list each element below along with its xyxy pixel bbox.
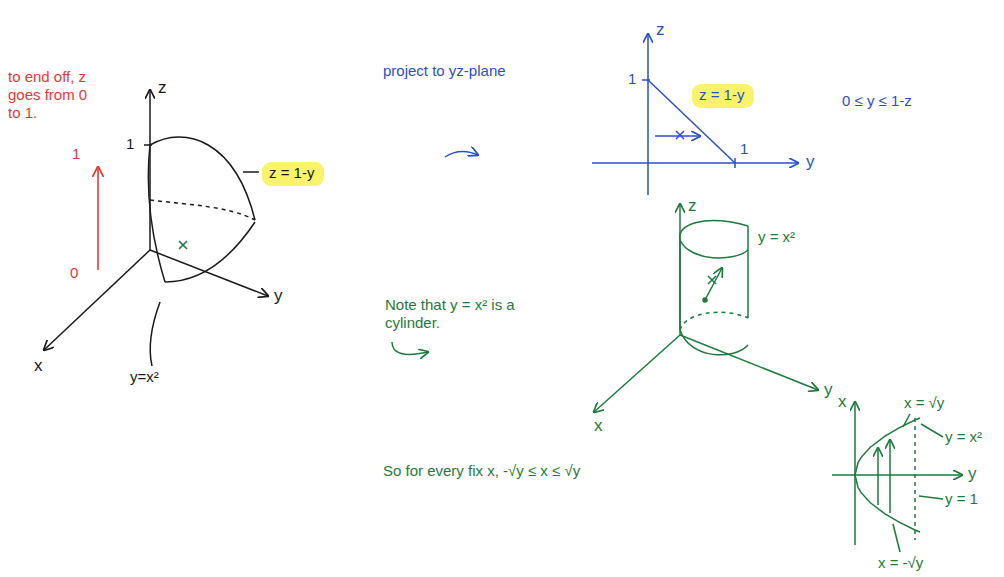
equation-text: z = 1-y [269, 164, 317, 182]
highlighted-equation: z = 1-y [692, 84, 754, 108]
axis-value: 0 [70, 264, 78, 282]
axis-label: y [806, 152, 815, 172]
axis-label: y [824, 380, 833, 400]
region-sketch [44, 90, 268, 366]
equation-label: y=x² [130, 368, 159, 386]
inequality: 0 ≤ y ≤ 1-z [842, 92, 912, 110]
note: So for every fix x, -√y ≤ x ≤ √y [383, 462, 580, 480]
range-arrow [97, 167, 99, 270]
equation-label: x = √y [904, 394, 944, 412]
axis-value: 1 [740, 140, 748, 158]
axis-label: z [158, 78, 167, 98]
note: to end off, z goes from 0 to 1. [8, 68, 100, 122]
equation-text: z = 1-y [699, 86, 747, 104]
highlighted-equation: z = 1-y [262, 162, 324, 186]
axis-value: 1 [126, 135, 134, 153]
axis-label: x [594, 416, 603, 436]
region-2d [832, 402, 962, 552]
point-mark [179, 241, 187, 249]
axis-value: 1 [72, 145, 80, 163]
axis-value: 1 [628, 70, 636, 88]
equation-label: y = x² [945, 428, 982, 446]
projection-sketch [445, 34, 798, 195]
equation-label: y = x² [758, 228, 795, 246]
equation-label: x = -√y [878, 554, 923, 572]
axis-label: x [838, 392, 847, 412]
equation-label: y = 1 [945, 490, 978, 508]
axis-label: y [968, 464, 977, 484]
axis-label: x [34, 356, 43, 376]
axis-label: z [688, 196, 697, 216]
axis-label: z [656, 20, 665, 40]
note: project to yz-plane [383, 62, 506, 80]
axis-label: y [274, 286, 283, 306]
note: Note that y = x² is a cylinder. [385, 296, 520, 332]
